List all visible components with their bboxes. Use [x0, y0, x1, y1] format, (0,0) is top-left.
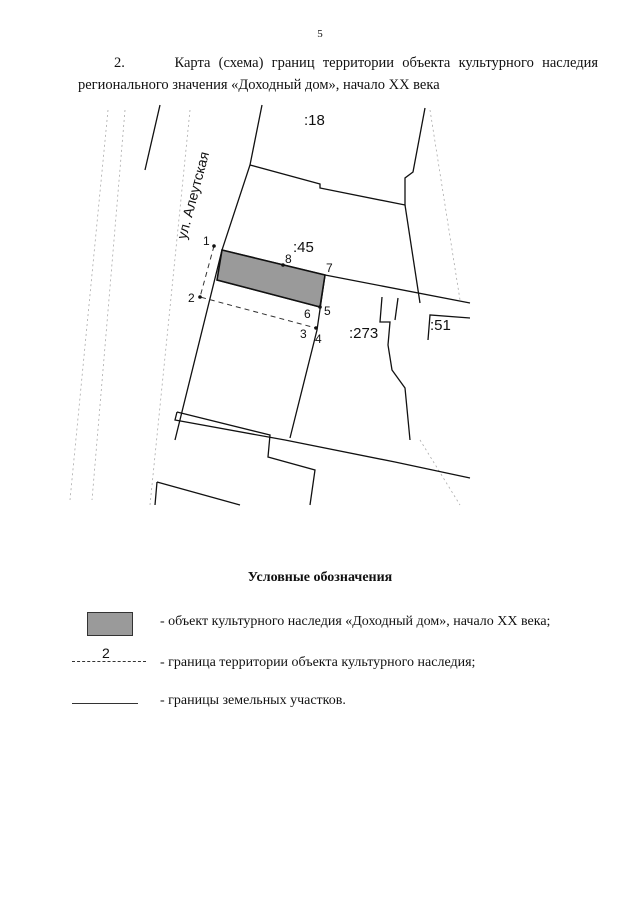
point-label-2: 2	[188, 291, 195, 305]
parcel-label-273: :273	[349, 325, 378, 342]
legend-dashed-line	[72, 661, 146, 662]
heading-line-1: 2. Карта (схема) границ территории объек…	[114, 55, 598, 71]
point-label-4: 4	[315, 332, 322, 346]
legend-title: Условные обозначения	[247, 570, 393, 585]
legend-territory-text: - граница территории объекта культурного…	[160, 655, 476, 670]
background-lines	[69, 109, 461, 506]
point-label-1: 1	[203, 234, 210, 248]
boundary-points	[198, 244, 322, 330]
legend-boundary-point-label: 2	[102, 645, 110, 661]
street-label: ул. Алеутская	[173, 150, 212, 241]
point-label-7: 7	[326, 261, 333, 275]
legend-parcel-text: - границы земельных участков.	[160, 693, 346, 708]
legend-solid-line	[72, 703, 138, 704]
heading-line-2: регионального значения «Доходный дом», н…	[78, 77, 440, 93]
page-number: 5	[317, 28, 323, 40]
parcel-label-45: :45	[293, 239, 314, 256]
point-label-5: 5	[324, 304, 331, 318]
parcel-label-18: :18	[304, 112, 325, 129]
parcel-label-51: :51	[430, 317, 451, 334]
point-label-8: 8	[285, 252, 292, 266]
point-label-6: 6	[304, 307, 311, 321]
section-heading: 2. Карта (схема) границ территории объек…	[78, 52, 598, 96]
heritage-object-building	[216, 249, 326, 308]
legend-object-text: - объект культурного наследия «Доходный …	[160, 614, 551, 629]
point-label-3: 3	[300, 327, 307, 341]
legend-object-swatch	[87, 612, 133, 636]
